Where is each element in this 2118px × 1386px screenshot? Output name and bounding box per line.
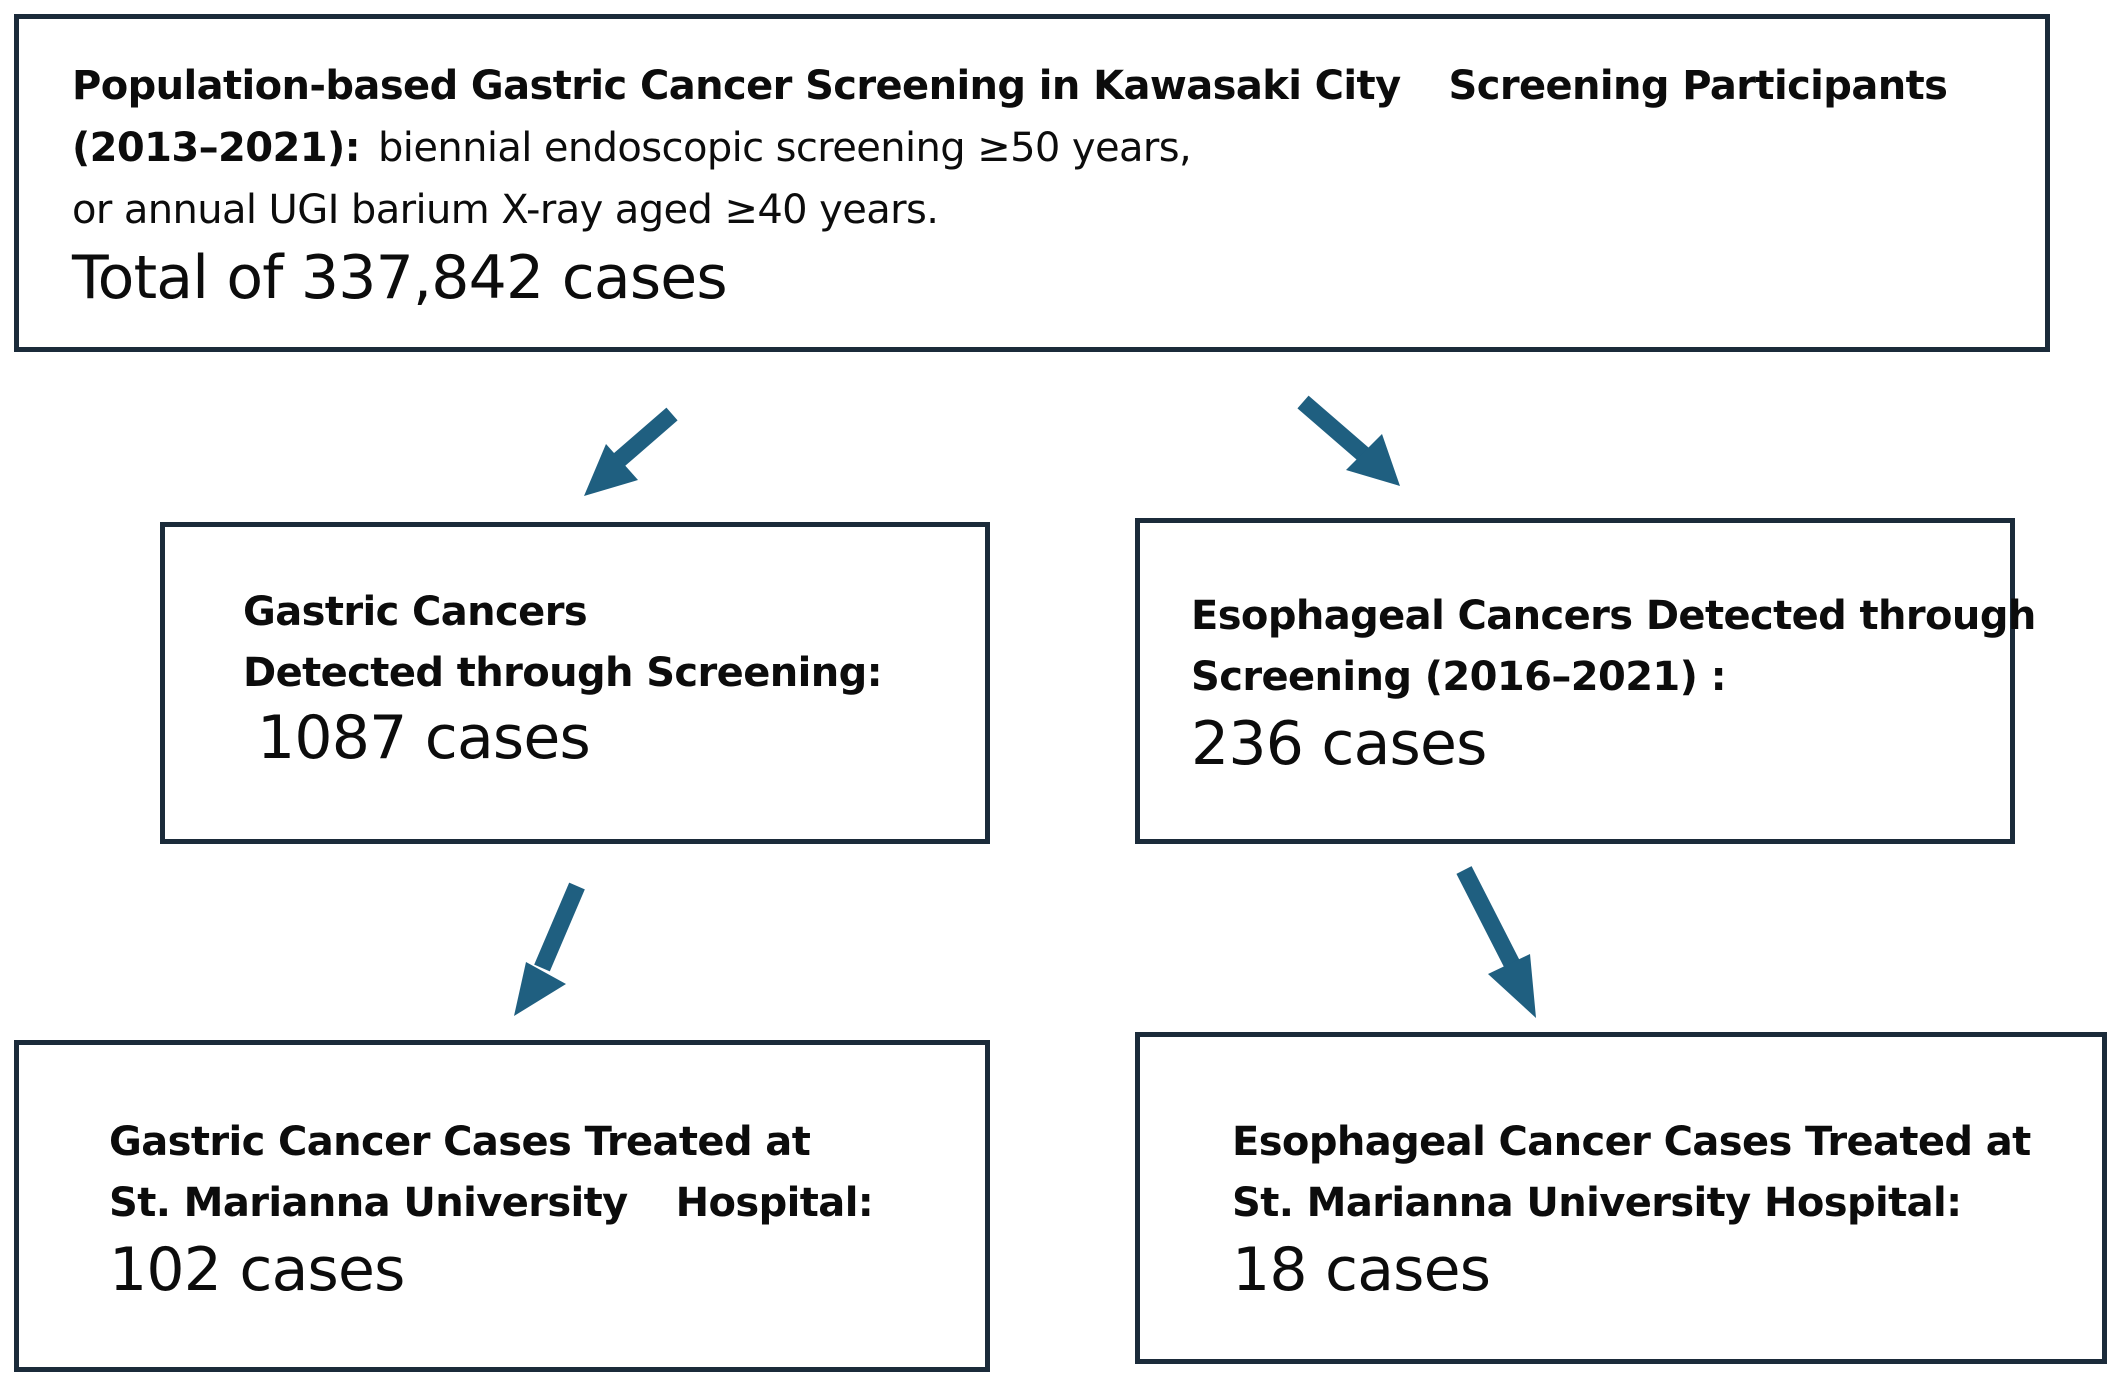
arrow-to-esophageal-detected: [1297, 395, 1400, 486]
esophageal-treated-line1: Esophageal Cancer Cases Treated at: [1232, 1119, 2031, 1165]
gastric-treated-line1: Gastric Cancer Cases Treated at: [109, 1119, 811, 1165]
gastric-detected-count: 1087 cases: [257, 703, 591, 773]
gastric-detected-line2: Detected through Screening:: [243, 650, 883, 696]
gastric-treated-box: Gastric Cancer Cases Treated at St. Mari…: [14, 1040, 990, 1372]
arrow-to-esophageal-treated: [1456, 866, 1536, 1018]
gastric-treated-count: 102 cases: [109, 1235, 405, 1305]
top-box-title-line3: or annual UGI barium X-ray aged ≥40 year…: [72, 187, 939, 233]
gastric-detected-line1: Gastric Cancers: [243, 589, 588, 635]
arrow-to-gastric-detected: [584, 407, 678, 496]
esophageal-treated-box: Esophageal Cancer Cases Treated at St. M…: [1135, 1032, 2107, 1364]
esophageal-detected-box: Esophageal Cancers Detected through Scre…: [1135, 518, 2036, 844]
screening-participants-label: Screening Participants: [1448, 63, 1948, 109]
esophageal-detected-line2: Screening (2016–2021) :: [1191, 654, 1727, 700]
total-cases: Total of 337,842 cases: [72, 243, 728, 313]
top-box-title-line2: (2013–2021):biennial endoscopic screenin…: [72, 125, 1192, 171]
top-box-title-line1: Population-based Gastric Cancer Screenin…: [72, 63, 1948, 109]
esophageal-detected-count: 236 cases: [1191, 709, 1487, 779]
arrow-to-gastric-treated: [514, 882, 585, 1016]
screening-participants-box: Population-based Gastric Cancer Screenin…: [14, 14, 2050, 352]
gastric-detected-box: Gastric Cancers Detected through Screeni…: [160, 522, 990, 844]
esophageal-detected-line1: Esophageal Cancers Detected through: [1191, 593, 2036, 639]
esophageal-treated-line2: St. Marianna University Hospital:: [1232, 1180, 1962, 1226]
esophageal-treated-count: 18 cases: [1232, 1235, 1491, 1305]
